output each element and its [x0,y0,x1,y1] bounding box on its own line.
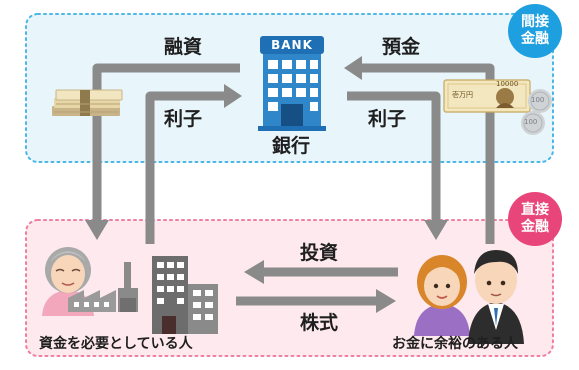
man-icon [468,250,524,344]
deposit-arrow [360,63,495,244]
interest-to-bank-arrow [145,91,225,244]
deposit-label: 預金 [382,36,421,58]
indirect-badge-line2: 金融 [521,31,549,47]
interest-left-label: 利子 [164,108,203,130]
banknote-caption: 壱万円 [452,91,473,99]
banknote-value: 10000 [496,80,519,88]
woman-icon [414,255,470,336]
direct-badge-line2: 金融 [521,219,549,235]
stock-arrowhead [376,289,396,313]
borrowers-label: 資金を必要としている人 [39,336,193,352]
banknote-icon [443,79,531,113]
interest-to-lenders-arrow [347,91,441,222]
direct-badge-line1: 直接 [521,202,549,218]
lenders-label: お金に余裕のある人 [392,336,518,352]
loan-arrow [92,63,240,222]
interest-to-bank-arrowhead [224,84,242,108]
interest-to-lenders-arrowhead [424,220,448,240]
interest-right-label: 利子 [368,108,407,130]
coin-value-2: 100 [524,118,538,126]
bank-building-icon [258,36,326,131]
indirect-finance-badge: 間接 金融 [508,4,562,58]
direct-finance-badge: 直接 金融 [508,192,562,246]
stock-label: 株式 [300,312,339,334]
investment-label: 投資 [300,242,339,264]
bank-label: 銀行 [272,135,311,157]
indirect-badge-line1: 間接 [521,14,549,30]
deposit-arrowhead [344,56,362,80]
bank-sign: BANK [271,38,313,52]
coin-value-1: 100 [531,96,545,104]
banknote-stack-icon [52,89,123,116]
loan-label: 融資 [164,36,203,58]
office-building-icon [152,256,218,334]
coin-icons [521,89,552,135]
loan-arrowhead [85,220,109,240]
factory-icon [68,262,138,312]
investment-arrowhead [244,260,264,284]
